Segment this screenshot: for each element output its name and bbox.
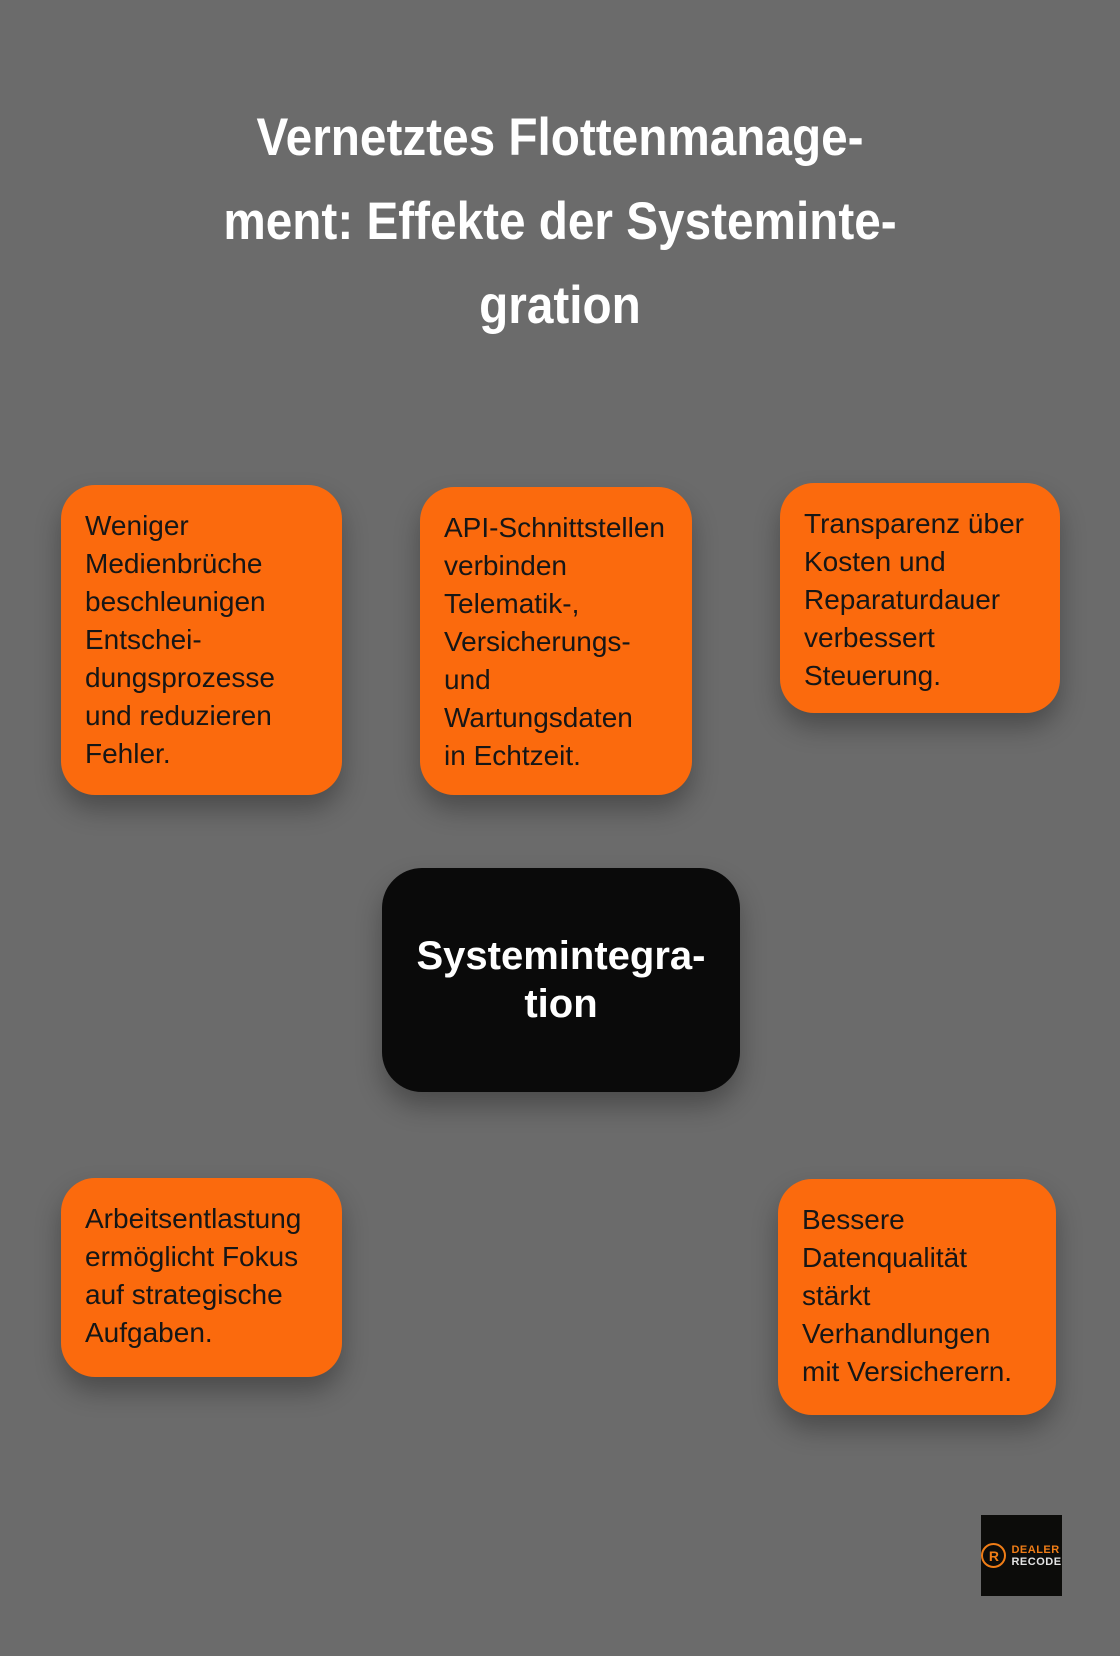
card-bottom-right-text: Bessere Datenqualität stärkt Verhandlung… <box>802 1204 1013 1387</box>
dealer-recode-logo: R DEALER RECODE <box>981 1515 1062 1596</box>
card-top-right-text: Transparenz über Kosten und Reparaturdau… <box>804 508 1024 691</box>
center-node-systemintegration: Systemintegra- tion <box>382 868 740 1092</box>
center-node-label: Systemintegra- tion <box>416 934 706 1026</box>
logo-word-dealer: DEALER <box>1011 1543 1060 1556</box>
card-bottom-right: Bessere Datenqualität stärkt Verhandlung… <box>778 1179 1056 1415</box>
card-bottom-left: Arbeitsentlastung ermöglicht Fokus auf s… <box>61 1178 342 1377</box>
logo-word-recode: RECODE <box>1011 1555 1062 1568</box>
card-top-middle-text: API-Schnittstellen verbinden Telematik-,… <box>444 512 665 771</box>
card-top-left: Weniger Medienbrüche beschleunigen Entsc… <box>61 485 342 795</box>
card-top-right: Transparenz über Kosten und Reparaturdau… <box>780 483 1060 713</box>
logo-wordmark: DEALER RECODE <box>1011 1544 1061 1568</box>
r-monogram-icon: R <box>981 1543 1007 1568</box>
card-top-left-text: Weniger Medienbrüche beschleunigen Entsc… <box>85 510 275 769</box>
page-title: Vernetztes Flottenmanage- ment: Effekte … <box>223 108 897 335</box>
card-bottom-left-text: Arbeitsentlastung ermöglicht Fokus auf s… <box>85 1203 302 1348</box>
card-top-middle: API-Schnittstellen verbinden Telematik-,… <box>420 487 692 795</box>
